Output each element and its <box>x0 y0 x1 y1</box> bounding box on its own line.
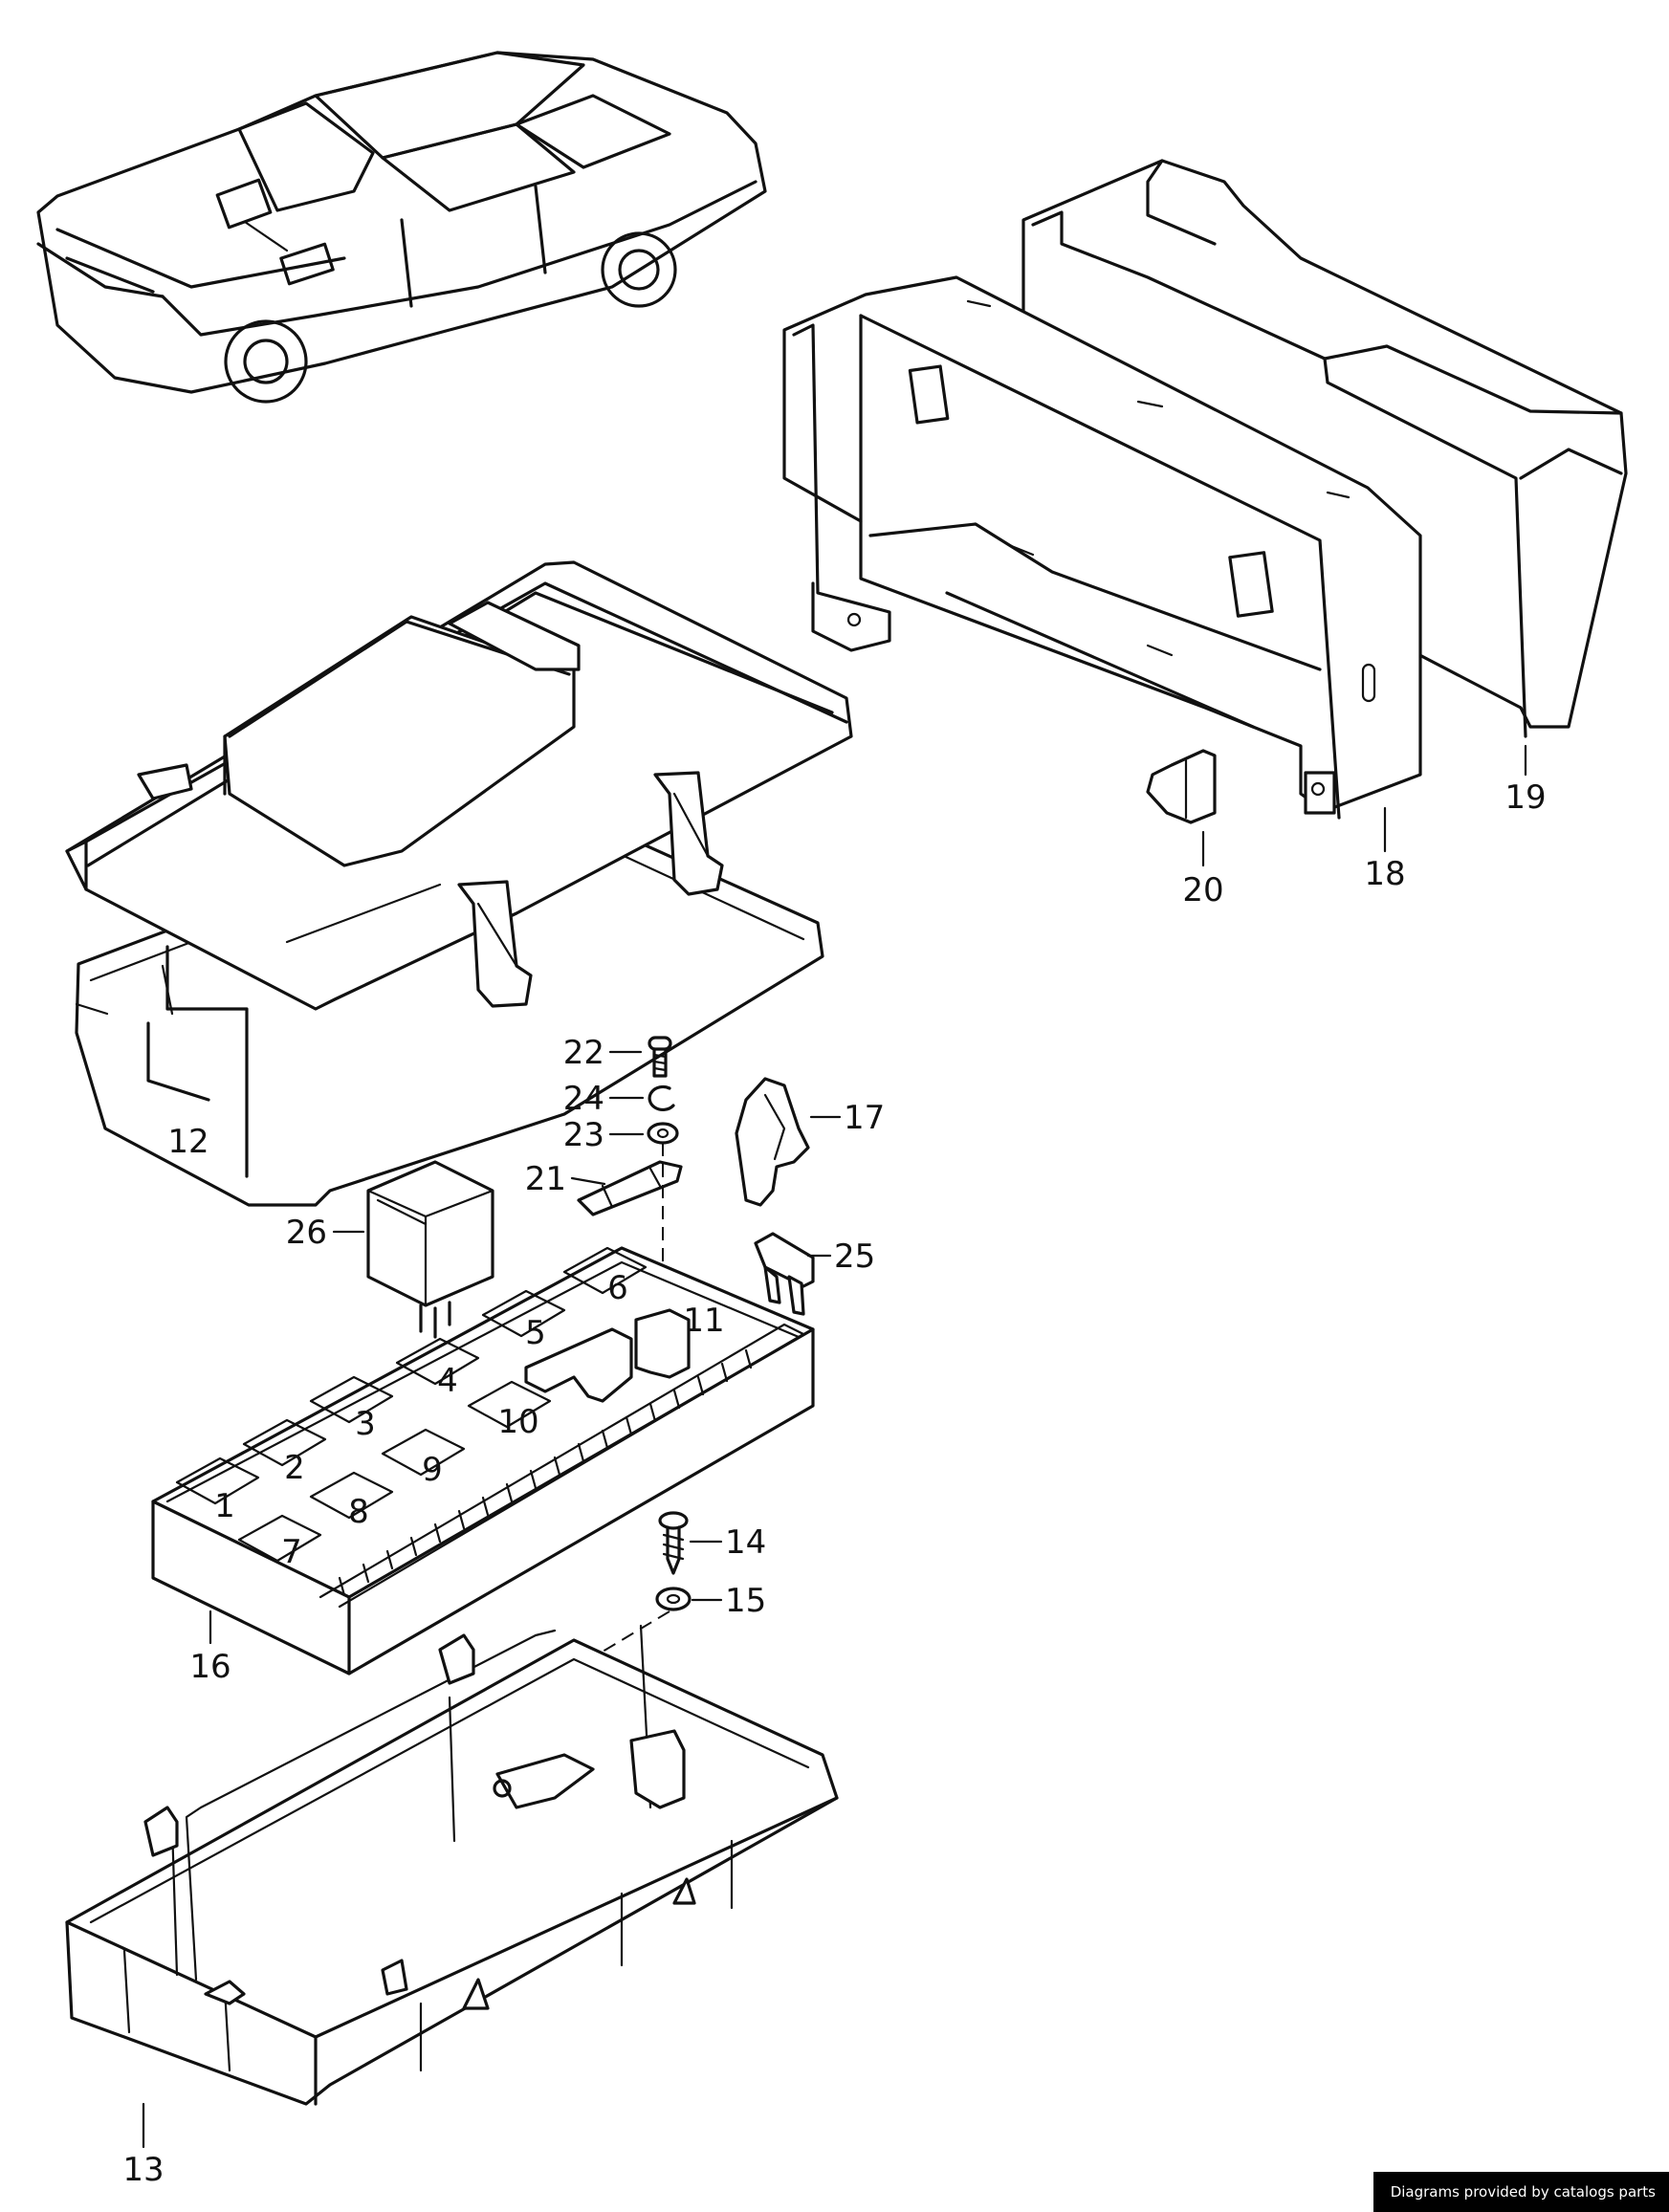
label-25: 25 <box>834 1237 875 1276</box>
screw-22 <box>648 1036 672 1078</box>
slot-10: 10 <box>497 1403 538 1441</box>
leader-21 <box>570 1176 606 1186</box>
relay-slot-labels: 1 2 3 4 5 6 7 8 9 10 11 <box>214 1269 724 1571</box>
label-16: 16 <box>189 1648 231 1686</box>
washer-15 <box>655 1587 692 1611</box>
cover-12 <box>65 560 853 1207</box>
washer-23 <box>647 1122 679 1145</box>
slot-7: 7 <box>281 1533 302 1571</box>
car-illustration <box>36 51 767 404</box>
clip-17 <box>735 1077 810 1207</box>
screw-14 <box>658 1511 689 1575</box>
bracket-18 <box>782 275 1422 820</box>
slot-6: 6 <box>607 1269 628 1307</box>
slot-3: 3 <box>355 1405 376 1443</box>
label-17: 17 <box>844 1099 885 1137</box>
housing-19 <box>1021 159 1628 738</box>
busbar-21 <box>577 1160 683 1216</box>
label-18: 18 <box>1364 855 1405 893</box>
relay-plate-16 <box>151 1246 815 1675</box>
label-23: 23 <box>563 1116 604 1154</box>
label-20: 20 <box>1182 871 1223 909</box>
clip-20 <box>1146 749 1217 824</box>
relay-26 <box>366 1160 494 1339</box>
label-24: 24 <box>563 1080 604 1118</box>
slot-9: 9 <box>422 1451 443 1489</box>
label-15: 15 <box>725 1582 766 1620</box>
label-26: 26 <box>286 1214 327 1252</box>
fuse-25 <box>754 1232 815 1316</box>
slot-2: 2 <box>284 1449 305 1487</box>
part-labels: 19 18 20 12 22 24 23 21 17 25 26 14 15 1… <box>122 778 1546 2189</box>
label-14: 14 <box>725 1523 766 1562</box>
label-21: 21 <box>525 1160 566 1198</box>
label-19: 19 <box>1504 778 1546 817</box>
slot-11: 11 <box>683 1302 724 1340</box>
base-13 <box>65 1624 839 2106</box>
slot-4: 4 <box>437 1362 458 1400</box>
footer-credit: Diagrams provided by catalogs parts <box>1373 2172 1669 2212</box>
label-22: 22 <box>563 1034 604 1072</box>
circlip-24 <box>648 1084 675 1112</box>
leader-lines <box>142 744 1527 2149</box>
slot-1: 1 <box>214 1487 235 1525</box>
slot-5: 5 <box>525 1314 546 1352</box>
slot-8: 8 <box>348 1493 369 1531</box>
label-13: 13 <box>122 2151 164 2189</box>
label-12: 12 <box>167 1123 209 1161</box>
